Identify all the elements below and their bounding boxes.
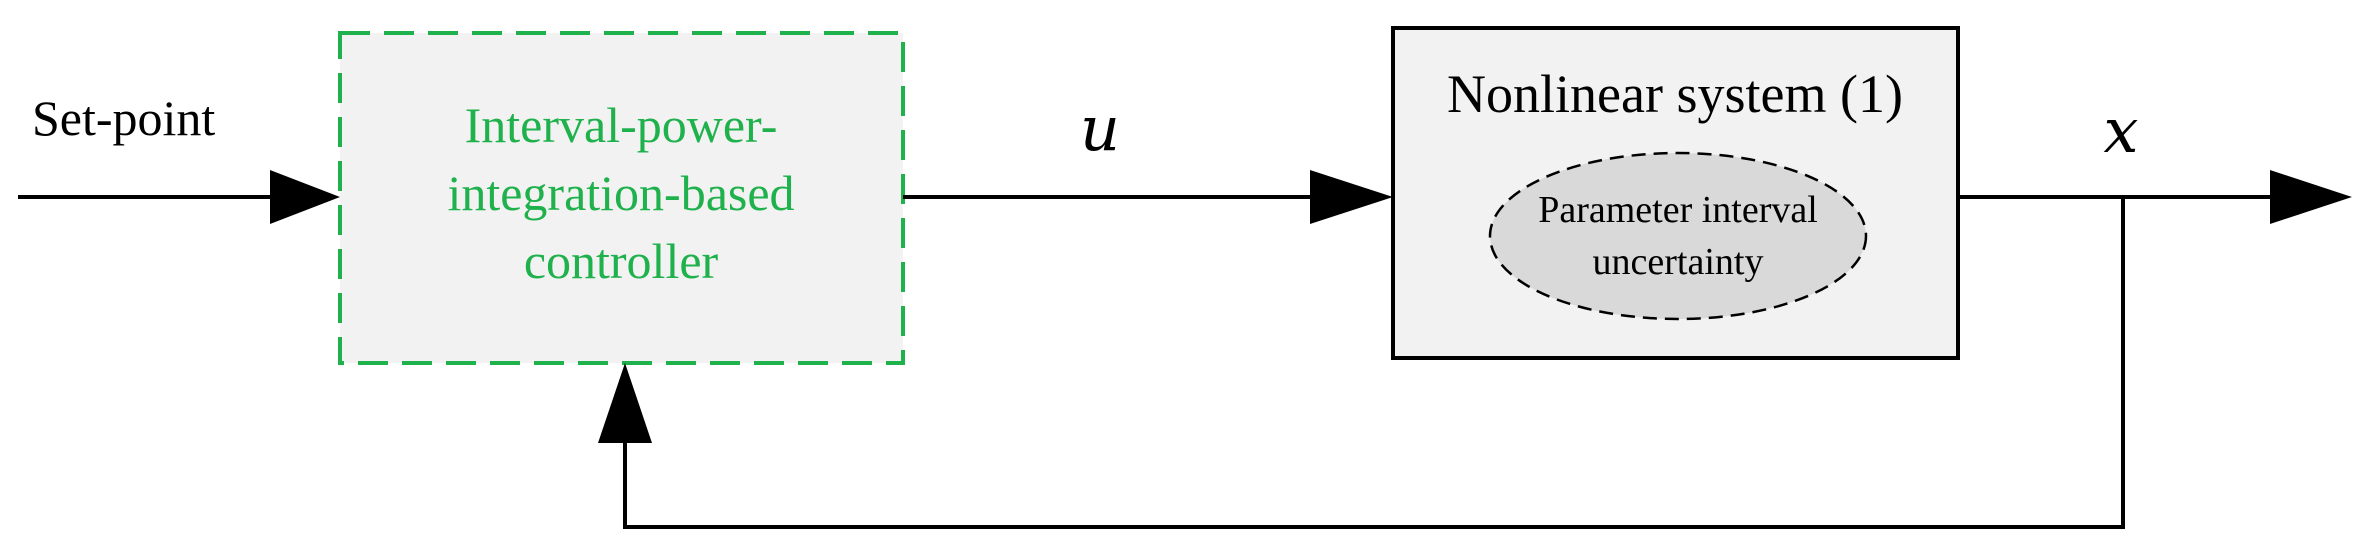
output-label: x [2104, 94, 2139, 167]
uncertainty-label-line-1: Parameter interval [1538, 189, 1818, 231]
output-arrowhead [2270, 170, 2352, 224]
controller-label-line-2: integration-based [447, 165, 794, 221]
setpoint-arrowhead [270, 170, 340, 224]
feedback-path [623, 197, 2125, 529]
uncertainty-label-line-2: uncertainty [1593, 241, 1764, 283]
control-signal-arrowhead [1310, 170, 1393, 224]
controller-block [338, 31, 905, 365]
setpoint-label: Set-point [32, 90, 215, 146]
controller-label-line-1: Interval-power- [465, 97, 778, 153]
control-signal-label: u [1080, 92, 1120, 165]
controller-label-line-3: controller [524, 233, 719, 289]
feedback-arrowhead [598, 363, 652, 443]
parameter-uncertainty-ellipse [1488, 151, 1868, 321]
nonlinear-system-title: Nonlinear system (1) [1447, 64, 1903, 124]
